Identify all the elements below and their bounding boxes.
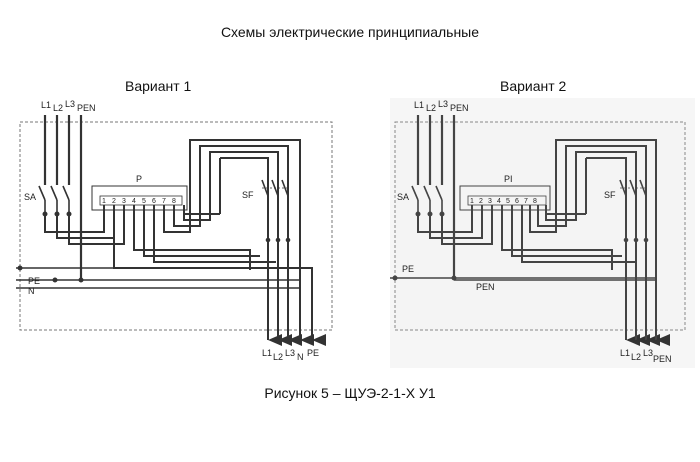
output-label: N [297, 352, 304, 362]
variant-2-diagram [390, 98, 695, 368]
block-label: P [136, 174, 142, 184]
input-label: L2 [426, 103, 436, 113]
terminal-label: 8 [172, 198, 176, 205]
breaker-label: SF [604, 190, 616, 200]
labels-2: L1 L2 L3 PEN SA PI 1 2 3 4 5 6 7 8 SF PE… [397, 99, 672, 364]
terminal-label: 4 [132, 198, 136, 205]
input-label: PEN [77, 103, 96, 113]
bus-label: PEN [476, 282, 495, 292]
terminal-label: 3 [122, 198, 126, 205]
output-label: PEN [653, 354, 672, 364]
terminal-label: 5 [506, 198, 510, 205]
figure-caption: Рисунок 5 – ЩУЭ-2-1-Х У1 [264, 385, 436, 401]
output-label: L2 [273, 352, 283, 362]
page-title: Схемы электрические принципиальные [220, 24, 480, 40]
terminal-label: 8 [533, 198, 537, 205]
enclosure-1 [19, 121, 333, 331]
wiring-2 [417, 139, 657, 330]
terminal-label: 6 [515, 198, 519, 205]
input-label: L1 [41, 100, 51, 110]
input-label: L1 [414, 100, 424, 110]
terminal-label: 4 [497, 198, 501, 205]
output-label: PE [307, 348, 319, 358]
terminal-label: 7 [524, 198, 528, 205]
output-arrows-1 [267, 320, 326, 346]
switch-label: SA [24, 192, 36, 202]
buses-1 [16, 267, 312, 289]
switch-label: SA [397, 192, 409, 202]
input-lines-2 [416, 115, 456, 280]
output-label: L3 [643, 348, 653, 358]
buses-2 [390, 277, 656, 281]
output-label: L2 [631, 352, 641, 362]
output-arrows-2 [625, 320, 670, 346]
bus-label: PE [402, 264, 414, 274]
terminal-label: 1 [102, 198, 106, 205]
breaker-sf-2 [619, 179, 648, 197]
output-label: L1 [262, 348, 272, 358]
terminal-label: 3 [488, 198, 492, 205]
switch-sa-1 [38, 185, 70, 214]
terminal-label: 5 [142, 198, 146, 205]
input-label: L3 [438, 99, 448, 109]
breaker-sf-1 [261, 179, 290, 197]
input-label: L2 [53, 103, 63, 113]
meter-block-2 [459, 185, 551, 211]
meter-block-1 [91, 185, 188, 211]
terminal-label: 2 [112, 198, 116, 205]
terminal-label: 6 [152, 198, 156, 205]
variant-1-diagram [16, 115, 333, 346]
block-label: PI [504, 174, 513, 184]
variant-2-label: Вариант 2 [500, 78, 567, 94]
breaker-label: SF [242, 190, 254, 200]
input-label: L3 [65, 99, 75, 109]
terminal-label: 1 [470, 198, 474, 205]
wiring-1 [44, 139, 313, 330]
bus-label: PE [28, 276, 40, 286]
variant-1-label: Вариант 1 [125, 78, 192, 94]
output-label: L1 [620, 348, 630, 358]
output-label: L3 [285, 348, 295, 358]
labels-1: L1 L2 L3 PEN SA P 1 2 3 4 5 6 7 8 SF PE … [24, 99, 319, 362]
switch-sa-2 [411, 185, 443, 214]
terminal-label: 2 [479, 198, 483, 205]
input-lines-1 [43, 115, 83, 280]
terminal-label: 7 [162, 198, 166, 205]
input-label: PEN [450, 103, 469, 113]
bus-label: N [28, 286, 35, 296]
